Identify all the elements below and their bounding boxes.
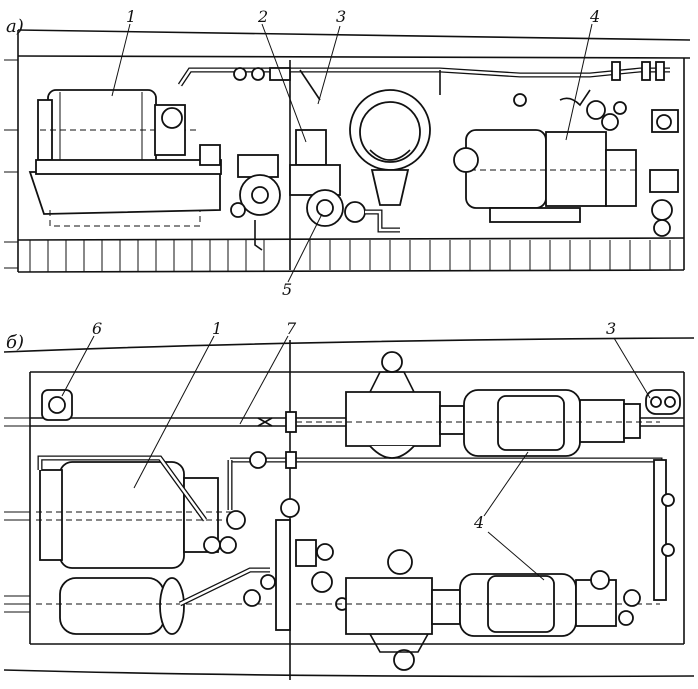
fittings-3 bbox=[645, 389, 681, 415]
generator-set-1-plan bbox=[36, 455, 246, 569]
hull-arrows-a bbox=[4, 59, 18, 269]
hull-frame-a bbox=[17, 29, 691, 273]
top-pipeline-a bbox=[177, 61, 670, 101]
main-engine-4-upper bbox=[296, 351, 660, 459]
generator-set-1 bbox=[28, 89, 222, 227]
callout-b-6: 6 bbox=[92, 319, 102, 338]
callout-a-4: 4 bbox=[589, 7, 600, 26]
main-engine-4-lower bbox=[296, 549, 660, 671]
tank-6 bbox=[41, 389, 73, 421]
callout-b-1: 1 bbox=[212, 319, 222, 338]
callout-a-3: 3 bbox=[336, 7, 346, 26]
callouts-b: 6 1 7 3 4 bbox=[61, 319, 651, 581]
callout-a-1: 1 bbox=[126, 7, 136, 26]
panel-a: а) bbox=[4, 7, 691, 299]
callout-b-4: 4 bbox=[473, 513, 484, 532]
callouts-a: 1 2 3 4 5 bbox=[111, 7, 600, 299]
pump-group-a bbox=[230, 154, 281, 251]
callout-a-2: 2 bbox=[257, 7, 268, 26]
manifold-b bbox=[275, 498, 349, 631]
right-riser-b bbox=[653, 459, 675, 601]
panel-a-label: а) bbox=[6, 16, 24, 37]
boiler-tank-a bbox=[349, 89, 431, 206]
lower-tank-b bbox=[36, 567, 290, 635]
callout-a-5: 5 bbox=[282, 280, 292, 299]
right-fittings-a bbox=[649, 109, 679, 237]
panel-b: б) bbox=[3, 319, 695, 680]
main-engine-4 bbox=[453, 89, 640, 223]
centrifuge-2-pump-5 bbox=[289, 129, 400, 233]
callout-b-3: 3 bbox=[606, 319, 616, 338]
hull-arrows-b bbox=[4, 417, 30, 613]
deck-plates-a bbox=[29, 240, 671, 272]
panel-b-label: б) bbox=[6, 332, 24, 353]
callout-b-7: 7 bbox=[286, 319, 297, 338]
